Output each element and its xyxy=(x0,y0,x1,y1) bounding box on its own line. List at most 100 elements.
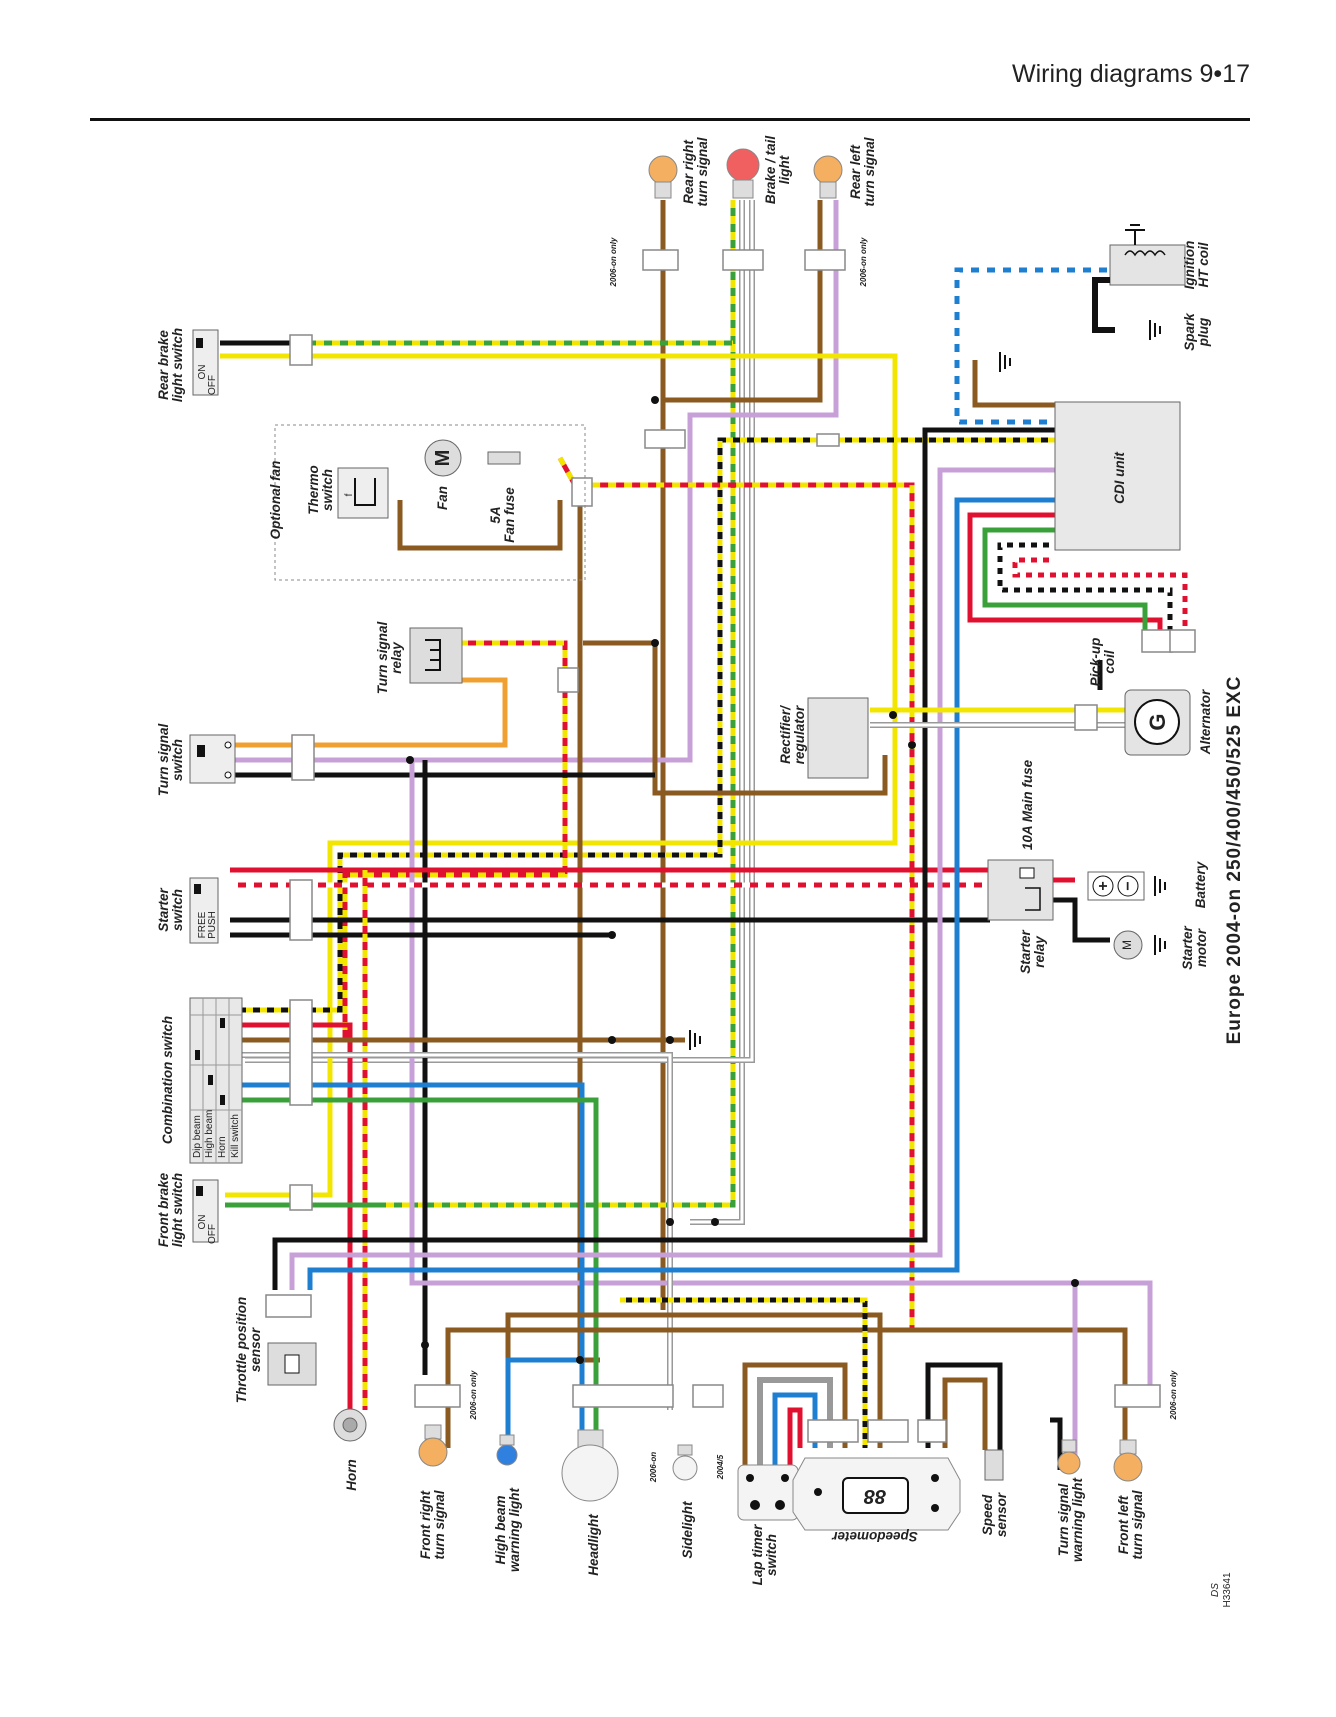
junction-dot xyxy=(608,1036,616,1044)
battery-plus: + xyxy=(1095,881,1112,890)
connector xyxy=(572,1384,674,1408)
label-rear-brake-1: Rear brake xyxy=(156,330,171,400)
thermo-f: f xyxy=(344,493,355,496)
front-right-turn-bulb xyxy=(418,1424,448,1467)
rear-brake-switch xyxy=(192,329,219,396)
high-beam-warning-bulb xyxy=(496,1434,518,1466)
optional-fan-box xyxy=(274,424,586,581)
label-spark-2: plug xyxy=(1196,317,1211,347)
svg-text:Rectifier/regulator: Rectifier/regulator xyxy=(778,705,807,764)
label-lap-timer-2: switch xyxy=(764,1534,779,1576)
label-optional-fan: Optional fan xyxy=(268,461,283,540)
label-rectifier-1: Rectifier/ xyxy=(778,705,793,764)
label-spark-1: Spark xyxy=(1182,312,1197,351)
connector xyxy=(1141,629,1173,653)
junction-dot xyxy=(889,711,897,719)
label-speed-sensor-1: Speed xyxy=(980,1494,995,1535)
connector xyxy=(1074,704,1098,731)
wire-brake-green xyxy=(380,200,736,1208)
starter-free: FREE xyxy=(197,911,208,938)
connector xyxy=(289,879,313,941)
page-title: Wiring diagrams 9•17 xyxy=(1011,60,1250,88)
label-throttle-2: sensor xyxy=(248,1327,263,1372)
diagram-code: H33641 xyxy=(1222,1572,1233,1607)
wire-combo-blue xyxy=(240,1082,585,1445)
wire-brake-white-2-in xyxy=(245,200,754,1062)
speed-sensor xyxy=(984,1449,1004,1481)
wire-cdi-blue-w-dash xyxy=(954,267,1110,425)
svg-text:Turn signalrelay: Turn signalrelay xyxy=(375,621,404,694)
label-starter-switch-1: Starter xyxy=(156,888,171,932)
wire-combo-red xyxy=(240,1022,353,1410)
connector xyxy=(867,1419,909,1443)
note-2006-front-left: 2006-on only xyxy=(1169,1370,1178,1420)
wire-tps-blue xyxy=(307,497,1055,1290)
speedometer xyxy=(792,1457,961,1531)
rear-left-turn-bulb xyxy=(813,155,843,199)
junction-dot xyxy=(666,1218,674,1226)
wire-combo-white-in xyxy=(240,1053,672,1410)
svg-text:Thermoswitch: Thermoswitch xyxy=(306,465,335,515)
label-rectifier-2: regulator xyxy=(792,705,807,764)
wire-fan-ry xyxy=(557,456,915,1330)
label-rear-right-2: turn signal xyxy=(695,137,710,206)
connector xyxy=(265,1294,312,1318)
front-brake-switch xyxy=(192,1179,219,1243)
wire-turn-violet-v xyxy=(409,760,1153,1400)
wire-rear-left-violet xyxy=(230,200,839,763)
junction-dot xyxy=(651,396,659,404)
spark-plug-lead xyxy=(1092,277,1115,333)
label-turn-relay-1: Turn signal xyxy=(375,621,390,694)
wire-low-black-w-dash xyxy=(620,1297,868,1448)
ignition-ht-coil xyxy=(1109,224,1186,286)
starter-motor xyxy=(1113,930,1143,960)
wire-fan-ry-dash xyxy=(557,456,915,1330)
wire-lap-white xyxy=(757,1377,833,1470)
alternator xyxy=(1124,689,1191,756)
connector xyxy=(807,1419,859,1443)
svg-text:Front rightturn signal: Front rightturn signal xyxy=(418,1490,447,1559)
note-2006-front-right: 2006-on only xyxy=(469,1370,478,1420)
combo-row-horn: Horn xyxy=(217,1136,228,1158)
svg-text:Lap timerswitch: Lap timerswitch xyxy=(750,1524,779,1586)
cdi-unit xyxy=(1054,401,1181,551)
label-lap-timer-1: Lap timer xyxy=(750,1524,765,1586)
label-main-fuse: 10A Main fuse xyxy=(1020,759,1035,850)
front-brake-off: OFF xyxy=(207,1224,218,1244)
label-front-left-2: turn signal xyxy=(1130,1490,1145,1559)
fan-motor-m: M xyxy=(432,450,454,467)
wire-turn-relay-orange xyxy=(230,677,508,748)
connector xyxy=(1114,1384,1161,1408)
wire-lap-brown xyxy=(742,1362,848,1470)
label-starter-motor-2: motor xyxy=(1194,928,1209,967)
brake-tail-bulb xyxy=(726,148,760,199)
turn-signal-relay xyxy=(409,627,463,684)
svg-text:Turn signalswitch: Turn signalswitch xyxy=(156,723,185,796)
starter-motor-m: M xyxy=(1120,940,1134,950)
svg-text:Rear rightturn signal: Rear rightturn signal xyxy=(681,137,710,206)
note-2006-rear-left: 2006-on only xyxy=(859,237,868,287)
label-turn-warning-1: Turn signal xyxy=(1056,1483,1071,1556)
svg-text:IgnitionHT coil: IgnitionHT coil xyxy=(1182,241,1211,290)
svg-text:Starterrelay: Starterrelay xyxy=(1018,930,1047,974)
connector xyxy=(1169,629,1196,653)
connector xyxy=(414,1384,461,1408)
connector xyxy=(289,334,313,366)
wire-turn-relay-brown xyxy=(583,640,888,796)
note-2006-on: 2006-on xyxy=(649,1452,658,1483)
svg-text:Starterswitch: Starterswitch xyxy=(156,888,185,932)
junction-dot xyxy=(576,1356,584,1364)
wire-layer xyxy=(220,200,1188,1470)
starter-switch xyxy=(189,877,219,944)
note-2004-5: 2004/5 xyxy=(716,1454,725,1480)
label-high-beam-1: High beam xyxy=(493,1495,508,1564)
svg-text:Startermotor: Startermotor xyxy=(1180,926,1209,970)
combo-row-kill: Kill switch xyxy=(230,1114,241,1158)
wire-turn-relay-ry-dash xyxy=(342,640,568,1040)
battery-minus: − xyxy=(1120,881,1137,890)
label-thermo-1: Thermo xyxy=(306,465,321,515)
wire-relay-motor-black xyxy=(1050,897,1110,943)
page-header: Wiring diagrams 9•17 xyxy=(90,58,1250,121)
wire-tps-black xyxy=(272,427,1055,1290)
